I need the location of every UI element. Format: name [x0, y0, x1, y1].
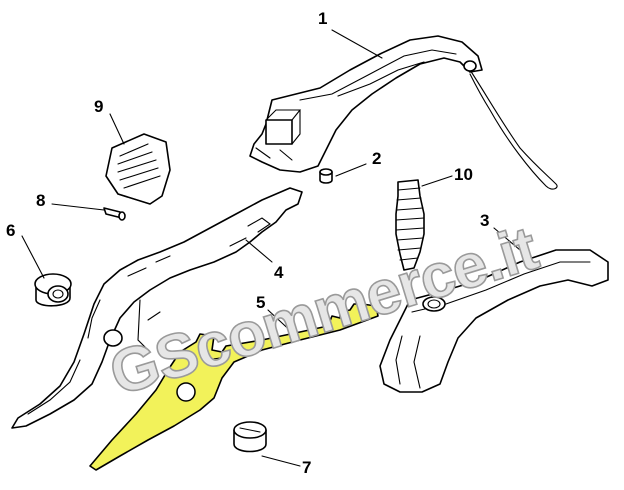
label-part-2: 2	[372, 149, 381, 168]
label-part-1: 1	[318, 9, 327, 28]
part-5-upper-blade	[89, 303, 379, 471]
label-part-7: 7	[302, 458, 311, 477]
label-part-8: 8	[36, 191, 45, 210]
label-part-9: 9	[94, 97, 103, 116]
label-part-5: 5	[256, 293, 265, 312]
part-1-upper-handle	[249, 35, 558, 190]
part-10-coil-spring	[395, 179, 425, 271]
part-9-spring-cap	[105, 133, 171, 205]
label-part-3: 3	[480, 211, 489, 230]
part-6-pivot-nut	[34, 273, 72, 307]
part-2-small-bushing	[319, 168, 333, 184]
label-part-10: 10	[454, 165, 473, 184]
leader-lines	[21, 29, 521, 467]
part-labels: 1 2 3 4 5 6 7 8 9 10	[6, 9, 489, 477]
part-8-small-screw	[103, 207, 126, 221]
part-7-pivot-bolt	[233, 421, 267, 453]
label-part-6: 6	[6, 221, 15, 240]
label-part-4: 4	[274, 263, 284, 282]
part-3-grip-cover	[379, 249, 609, 393]
part-4-lower-blade	[11, 187, 303, 429]
